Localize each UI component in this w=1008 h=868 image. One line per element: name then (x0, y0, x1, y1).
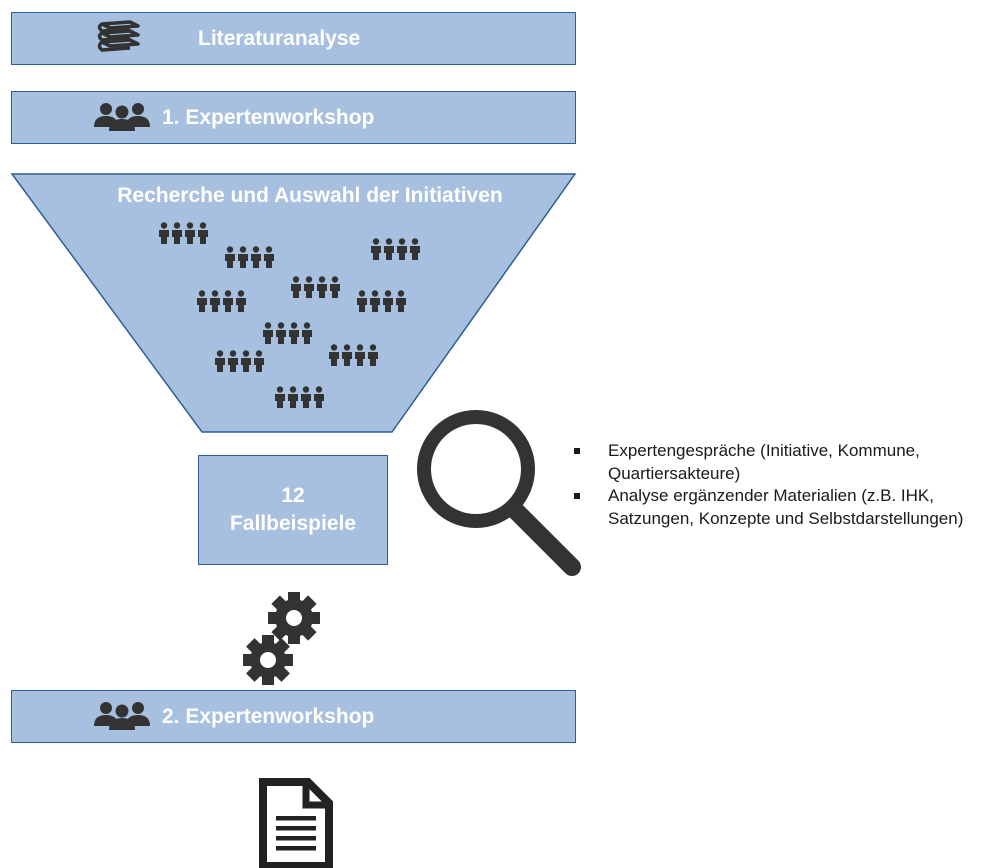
people-row-icon (214, 350, 266, 377)
people-row-icon (370, 238, 422, 265)
people-group-icon (92, 99, 152, 137)
people-row-icon (158, 222, 210, 249)
bullet-text: Expertengespräche (Initiative, Kommune, … (608, 441, 920, 483)
magnifier-icon (417, 410, 581, 576)
document-icon (259, 778, 333, 868)
books-icon (94, 18, 144, 60)
bullet-marker (574, 448, 580, 454)
people-row-icon (224, 246, 276, 273)
literature-bar: Literaturanalyse (11, 12, 576, 65)
gears-icon (243, 592, 320, 685)
people-group-icon (92, 698, 152, 736)
funnel-title: Recherche und Auswahl der Initiativen (117, 184, 503, 207)
people-row-icon (274, 386, 326, 413)
case-studies-number: 12 (281, 484, 305, 507)
bullet-item: Expertengespräche (Initiative, Kommune, … (572, 440, 1002, 485)
people-row-icon (262, 322, 314, 349)
case-studies-label: Fallbeispiele (229, 512, 357, 535)
workshop1-bar: 1. Expertenworkshop (11, 91, 576, 144)
workshop2-label: 2. Expertenworkshop (162, 704, 375, 728)
workshop2-bar: 2. Expertenworkshop (11, 690, 576, 743)
bullet-item: Analyse ergänzender Materialien (z.B. IH… (572, 485, 1002, 530)
analysis-bullet-list: Expertengespräche (Initiative, Kommune, … (572, 440, 1002, 530)
people-row-icon (196, 290, 248, 317)
bullet-text: Analyse ergänzender Materialien (z.B. IH… (608, 486, 964, 528)
people-row-icon (328, 344, 380, 371)
people-row-icon (356, 290, 408, 317)
people-row-icon (290, 276, 342, 303)
workshop1-label: 1. Expertenworkshop (162, 105, 375, 129)
literature-label: Literaturanalyse (198, 26, 361, 50)
case-studies-box: 12 Fallbeispiele (198, 455, 388, 565)
bullet-marker (574, 493, 580, 499)
